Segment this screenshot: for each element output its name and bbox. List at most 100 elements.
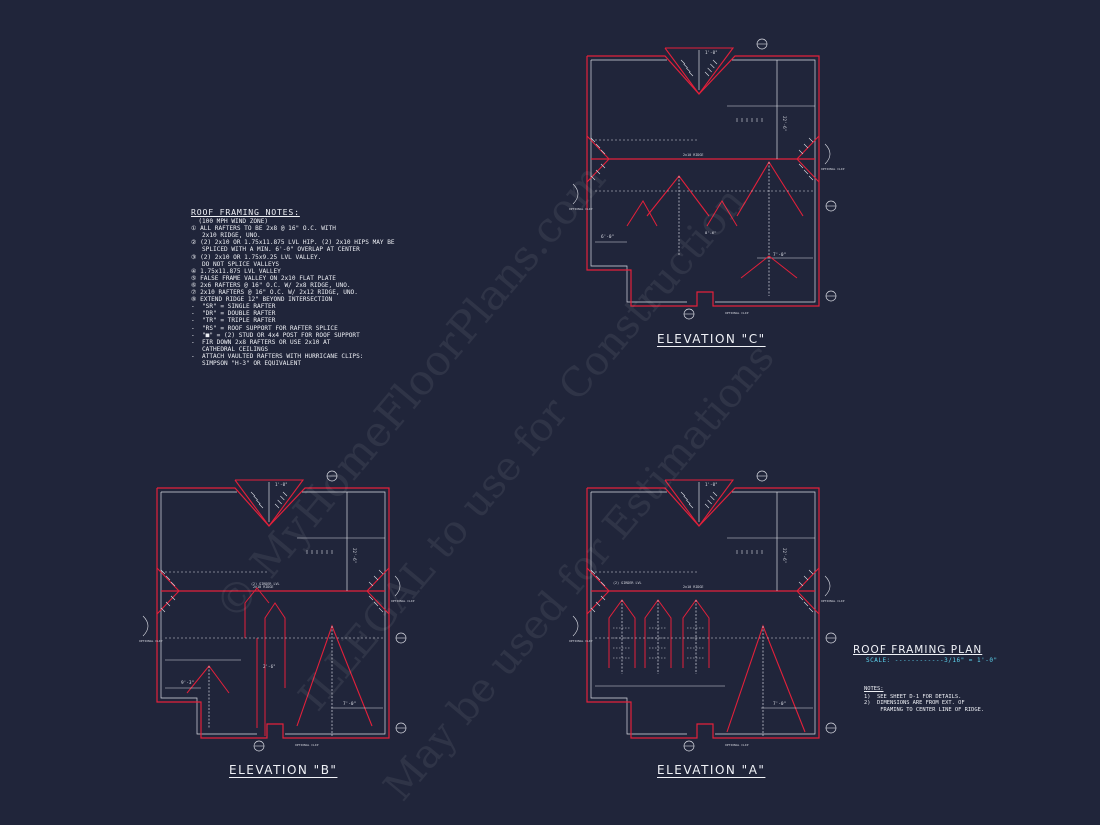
optional-clip-label: OPTIONAL CLIP	[391, 599, 415, 603]
rafter-hatch	[803, 601, 809, 607]
roof-note-line: CATHEDRAL CEILINGS	[191, 345, 269, 353]
hip-line	[366, 567, 390, 592]
rafter-hatch	[378, 607, 384, 613]
rafter-hatch	[803, 169, 809, 175]
wall-line	[590, 60, 687, 303]
clip-arc	[142, 615, 149, 637]
clip-arc	[572, 615, 579, 637]
hip-line	[586, 158, 610, 183]
rafter-hatch	[378, 569, 384, 575]
elevation-a-title: ELEVATION "A"	[657, 763, 766, 777]
dimension-label: 6'-0"	[601, 234, 614, 240]
roof-note-line: ⑧ EXTEND RIDGE 12" BEYOND INTERSECTION	[191, 296, 333, 304]
dimension-label: 8'-6"	[705, 230, 716, 235]
roof-note-line: SPLICED WITH A MIN. 6'-0" OVERLAP AT CEN…	[191, 246, 360, 254]
rafter-hatch	[274, 503, 280, 509]
dimension-label: 7'-0"	[343, 701, 356, 707]
top-dimension: 1'-0"	[705, 482, 718, 487]
roof-outline	[586, 55, 820, 307]
hip-line	[586, 590, 610, 615]
optional-clip-label: OPTIONAL CLIP	[569, 639, 593, 643]
rafter-hatch	[600, 581, 606, 587]
optional-clip-label: OPTIONAL CLIP	[725, 311, 749, 315]
hip-line	[156, 590, 180, 615]
rafter-hatch	[253, 495, 258, 501]
girder-label: (2) GIRDER LVL	[613, 581, 642, 585]
rafter-hatch	[710, 495, 715, 501]
roof-outline	[586, 487, 820, 739]
rafter-hatch	[707, 499, 712, 505]
rafter-hatch	[688, 71, 694, 77]
rafter-hatch	[160, 569, 166, 575]
general-note-line: 2) DIMENSIONS ARE FROM EXT. OF	[864, 700, 965, 707]
clip-arc	[572, 183, 579, 205]
gable-outline	[736, 160, 804, 217]
ridge-label: 2x10 RIDGE	[683, 585, 703, 589]
right-dimension: 22'-6"	[782, 116, 787, 131]
general-note-line: FRAMING TO CENTER LINE OF RIDGE.	[864, 706, 985, 713]
clip-arc	[394, 575, 401, 597]
roof-plan-b: 1'-0"2x10 RIDGE22'-6"9'-3"2'-6"7'-0"(2) …	[139, 470, 415, 752]
rafter-hatch	[595, 143, 601, 149]
rafter-hatch	[368, 595, 374, 601]
wall-line	[715, 59, 816, 303]
rafter-hatch	[686, 67, 691, 73]
rafter-hatch	[600, 595, 606, 601]
rafter-hatch	[595, 575, 601, 581]
rafter-hatch	[808, 137, 814, 143]
gable-outline	[186, 665, 230, 694]
optional-clip-label: OPTIONAL CLIP	[295, 743, 319, 747]
optional-clip-label: OPTIONAL CLIP	[725, 743, 749, 747]
optional-clip-label: OPTIONAL CLIP	[139, 639, 163, 643]
right-dimension: 22'-6"	[352, 548, 357, 563]
hip-line	[366, 590, 390, 615]
roof-note-line: ② (2) 2x10 OR 1.75x11.875 LVL HIP. (2) 2…	[191, 239, 395, 247]
rafter-hatch	[600, 163, 606, 169]
rafter-hatch	[712, 491, 718, 497]
rafter-hatch	[256, 499, 261, 505]
rafter-hatch	[165, 601, 171, 607]
ridge-label: 2x10 RIDGE	[683, 153, 703, 157]
dimension-label: 9'-3"	[181, 680, 194, 686]
rafter-hatch	[704, 71, 710, 77]
roof-note-line: - "■" = (2) STUD OR 4x4 POST FOR ROOF SU…	[191, 331, 360, 339]
rafter-hatch	[373, 601, 379, 607]
general-notes: NOTES: 1) SEE SHEET D-1 FOR DETAILS.2) D…	[864, 686, 994, 713]
gable-outline	[726, 624, 806, 733]
roof-plan-c: 1'-0"2x10 RIDGE22'-6"6'-0"7'-0"8'-6"OPTI…	[569, 38, 845, 320]
wall-line	[715, 491, 816, 735]
roof-note-line: ⑦ 2x10 RAFTERS @ 16" O.C. W/ 2x12 RIDGE,…	[191, 289, 358, 297]
rafter-hatch	[590, 175, 596, 181]
rafter-hatch	[803, 143, 809, 149]
roof-note-line: - FIR DOWN 2x8 RAFTERS OR USE 2x10 AT	[191, 338, 331, 346]
elevation-c-title: ELEVATION "C"	[657, 332, 766, 346]
ridge-label: 2x10 RIDGE	[253, 585, 273, 589]
dimension-label: 7'-0"	[773, 701, 786, 707]
rafter-hatch	[282, 491, 288, 497]
rafter-hatch	[680, 491, 686, 497]
rafter-hatch	[590, 569, 596, 575]
rafter-hatch	[688, 503, 694, 509]
rafter-hatch	[710, 63, 715, 69]
gable-outline	[646, 175, 710, 217]
rafter-hatch	[704, 503, 710, 509]
rafter-hatch	[712, 59, 718, 65]
rafter-hatch	[803, 575, 809, 581]
roof-note-line: SIMPSON "H-3" OR EQUIVALENT	[191, 359, 302, 367]
rafter-hatch	[683, 495, 688, 501]
roof-note-line: - "SR" = SINGLE RAFTER	[191, 303, 276, 311]
hip-line	[796, 158, 820, 183]
roof-note-line: - "RS" = ROOF SUPPORT FOR RAFTER SPLICE	[191, 324, 338, 332]
rafter-hatch	[808, 569, 814, 575]
gable-outline	[706, 200, 738, 227]
rafter-hatch	[683, 63, 688, 69]
optional-clip-label: OPTIONAL CLIP	[569, 207, 593, 211]
hip-line	[796, 135, 820, 160]
roof-outline	[156, 487, 390, 739]
rafter-hatch	[258, 503, 264, 509]
rafter-hatch	[686, 499, 691, 505]
rafter-hatch	[170, 595, 176, 601]
elevation-b-title: ELEVATION "B"	[229, 763, 338, 777]
roof-note-line: DO NOT SPLICE VALLEYS	[191, 260, 280, 268]
